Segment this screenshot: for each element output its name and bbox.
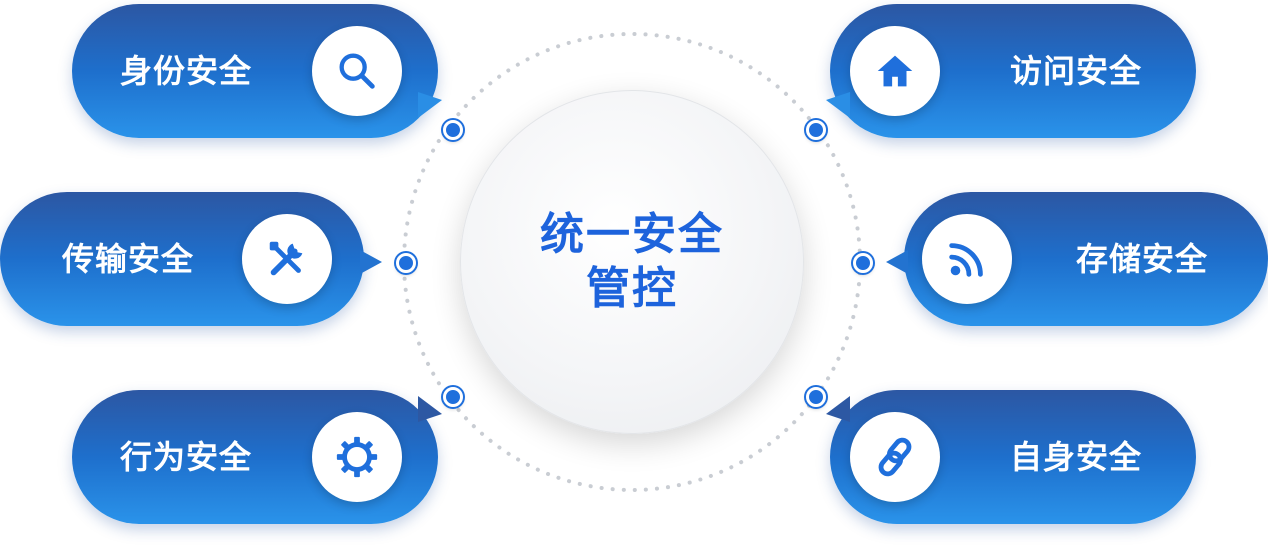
node-label: 存储安全: [1076, 240, 1209, 278]
node-pointer: [886, 250, 908, 274]
node-self-security[interactable]: 自身安全: [830, 390, 1196, 524]
node-label: 行为安全: [120, 438, 253, 476]
node-pointer: [826, 396, 850, 422]
node-pointer: [826, 92, 850, 118]
node-access-security[interactable]: 访问安全: [830, 4, 1196, 138]
tools-icon: [242, 214, 332, 304]
search-icon: [312, 26, 402, 116]
connector-dot: [443, 387, 463, 407]
node-behavior-security[interactable]: 行为安全: [72, 390, 438, 524]
link-icon: [850, 412, 940, 502]
home-icon: [850, 26, 940, 116]
rss-icon: [922, 214, 1012, 304]
node-label: 自身安全: [1010, 438, 1143, 476]
gear-icon: [312, 412, 402, 502]
center-title-line2: 管控: [586, 263, 678, 314]
node-label: 传输安全: [62, 240, 195, 278]
connector-dot: [443, 120, 463, 140]
connector-dot: [806, 120, 826, 140]
center-hub: 统一安全 管控: [460, 90, 804, 434]
node-storage-security[interactable]: 存储安全: [904, 192, 1268, 326]
connector-dot: [853, 253, 873, 273]
connector-dot: [396, 253, 416, 273]
connector-dot: [806, 387, 826, 407]
node-identity-security[interactable]: 身份安全: [72, 4, 438, 138]
node-transport-security[interactable]: 传输安全: [0, 192, 364, 326]
node-pointer: [418, 396, 442, 422]
node-label: 访问安全: [1010, 52, 1143, 90]
center-title-line1: 统一安全: [540, 209, 724, 260]
node-pointer: [418, 92, 442, 118]
node-label: 身份安全: [120, 52, 253, 90]
node-pointer: [360, 250, 382, 274]
